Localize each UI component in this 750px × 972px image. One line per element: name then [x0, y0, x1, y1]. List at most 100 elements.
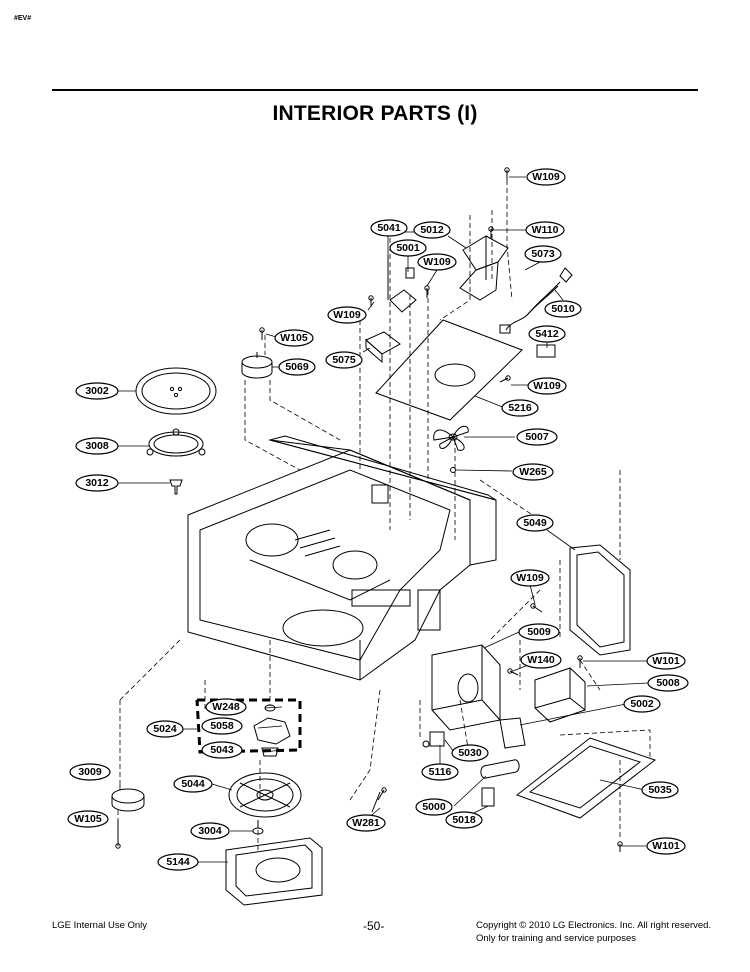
callout-W105b: W105: [67, 810, 109, 828]
svg-text:W109: W109: [533, 380, 561, 392]
svg-text:5024: 5024: [153, 723, 177, 735]
svg-text:5002: 5002: [630, 698, 654, 710]
svg-text:W109: W109: [532, 171, 560, 183]
part-turntable-group-5024: [195, 698, 302, 757]
callout-5012: 5012: [413, 221, 451, 239]
callout-5144: 5144: [157, 853, 199, 871]
svg-text:W105: W105: [280, 332, 308, 344]
callout-5007: 5007: [516, 428, 558, 446]
copyright-line: Copyright © 2010 LG Electronics. Inc. Al…: [476, 920, 712, 931]
svg-text:W109: W109: [516, 572, 544, 584]
svg-text:5075: 5075: [332, 354, 356, 366]
part-roller-ring-3008: [146, 428, 206, 457]
part-capacitor-bracket-5002: [499, 717, 526, 749]
callout-3009: 3009: [69, 763, 111, 781]
part-stirrer-5044: [228, 772, 302, 818]
callout-W109d: W109: [527, 377, 567, 395]
callout-5009: 5009: [518, 623, 560, 641]
part-sensor-5030: [422, 731, 445, 748]
svg-text:5008: 5008: [656, 677, 680, 689]
callout-5024: 5024: [146, 720, 184, 738]
part-fuse: [536, 344, 556, 358]
svg-text:5043: 5043: [210, 744, 234, 756]
callout-5058: 5058: [201, 717, 243, 735]
svg-text:5009: 5009: [527, 626, 551, 638]
part-side-panel-5049: [569, 544, 631, 656]
callout-5001: 5001: [389, 239, 427, 257]
part-capacitor-5000: [480, 759, 520, 779]
callout-5075: 5075: [325, 351, 363, 369]
svg-text:3012: 3012: [85, 477, 109, 489]
svg-text:5007: 5007: [525, 431, 549, 443]
leader-lines: [117, 176, 649, 863]
part-air-guide-plate: [375, 319, 523, 421]
svg-text:W110: W110: [532, 224, 559, 236]
svg-text:5035: 5035: [648, 784, 672, 796]
svg-text:5058: 5058: [210, 720, 234, 732]
svg-text:5041: 5041: [377, 222, 401, 234]
part-glass-tray-3002: [135, 367, 217, 415]
svg-text:5069: 5069: [285, 361, 309, 373]
callout-W109a: W109: [526, 168, 566, 186]
svg-text:3008: 3008: [85, 440, 109, 452]
svg-text:5030: 5030: [458, 747, 482, 759]
part-bracket-5075: [365, 331, 401, 364]
callout-5069: 5069: [278, 358, 316, 376]
callout-3012: 3012: [75, 474, 119, 492]
part-power-cord: [499, 267, 573, 334]
part-magnetron-5009: [431, 644, 501, 731]
part-transformer-5008: [534, 667, 586, 723]
part-base-plate-5035: [515, 737, 657, 819]
part-screws-right: [377, 375, 623, 852]
callout-3002: 3002: [75, 382, 119, 400]
svg-text:W265: W265: [519, 466, 547, 478]
callout-5073: 5073: [524, 245, 562, 263]
callout-5030: 5030: [451, 744, 489, 762]
part-coupler-3012: [169, 479, 183, 495]
callout-5049: 5049: [516, 514, 554, 532]
callout-3004: 3004: [190, 822, 230, 840]
callout-5008: 5008: [647, 674, 689, 692]
svg-text:5010: 5010: [551, 303, 575, 315]
callout-3008: 3008: [75, 437, 119, 455]
callout-5000: 5000: [415, 798, 453, 816]
svg-text:5018: 5018: [452, 814, 476, 826]
svg-text:5012: 5012: [420, 224, 444, 236]
callout-W140: W140: [520, 651, 562, 669]
svg-text:5044: 5044: [181, 778, 205, 790]
svg-text:W101: W101: [652, 840, 680, 852]
callout-W110: W110: [525, 221, 565, 239]
svg-text:W105: W105: [74, 813, 102, 825]
part-screw-w281: [371, 791, 381, 813]
callout-W109c: W109: [327, 306, 367, 324]
part-screws-top: [259, 167, 510, 340]
svg-text:5144: 5144: [166, 856, 190, 868]
footer-internal-use: LGE Internal Use Only: [52, 920, 148, 931]
callout-5010: 5010: [544, 300, 582, 318]
callout-W248: W248: [205, 698, 247, 716]
part-base-cover-5144: [225, 837, 323, 906]
svg-text:W281: W281: [352, 817, 380, 829]
part-diode-5018: [481, 787, 495, 807]
page-number: -50-: [363, 919, 385, 933]
callout-5002: 5002: [623, 695, 661, 713]
assembly-guide-lines: [117, 180, 651, 850]
part-motor-5069: [241, 352, 273, 379]
callout-5412: 5412: [528, 325, 566, 343]
svg-text:3009: 3009: [78, 766, 102, 778]
callout-W101a: W101: [646, 652, 686, 670]
footer-copyright: Copyright © 2010 LG Electronics. Inc. Al…: [476, 920, 711, 945]
part-circuit-board: [387, 255, 417, 313]
svg-text:3004: 3004: [198, 825, 222, 837]
callout-5216: 5216: [501, 399, 539, 417]
callout-W109b: W109: [417, 253, 457, 271]
callout-5116: 5116: [421, 763, 459, 781]
part-switch-assembly: [459, 235, 509, 301]
training-note: Only for training and service purposes: [476, 932, 636, 944]
svg-text:W248: W248: [212, 701, 240, 713]
callout-W265: W265: [512, 463, 554, 481]
document-tag: #EV#: [14, 15, 32, 22]
svg-text:5412: 5412: [535, 328, 559, 340]
svg-text:W101: W101: [652, 655, 680, 667]
callout-5044: 5044: [173, 775, 213, 793]
